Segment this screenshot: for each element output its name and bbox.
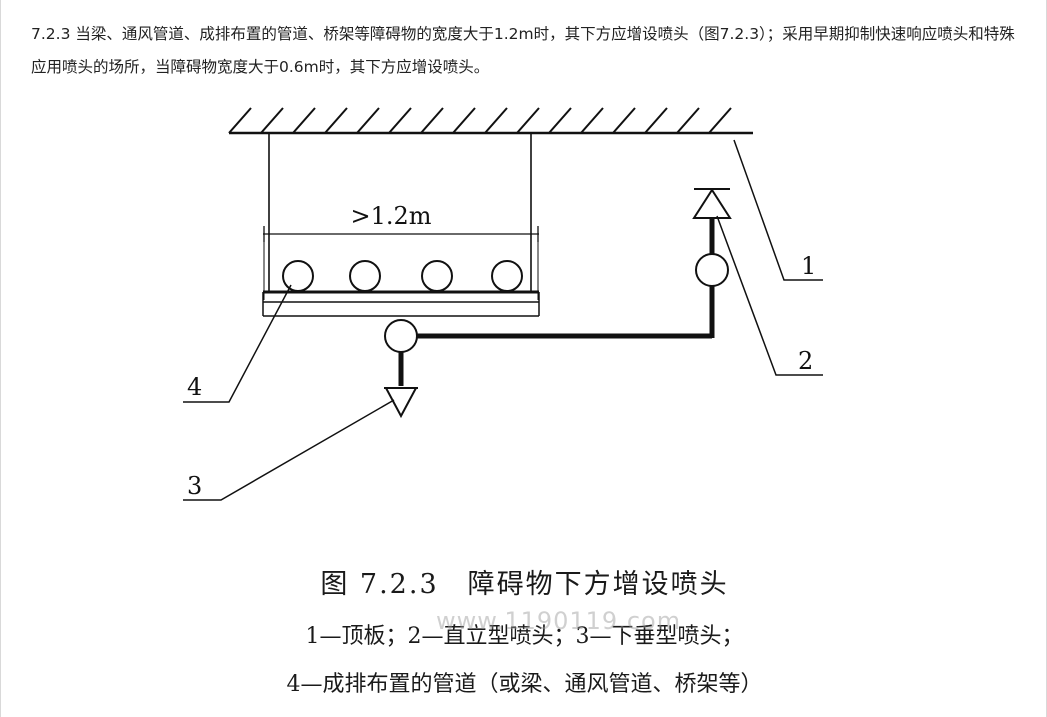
ceiling-hatch-mark — [676, 107, 700, 134]
support-tray — [262, 290, 540, 317]
ceiling-hatch-mark — [228, 107, 252, 134]
pipe-circle — [421, 260, 453, 292]
ceiling-hatch-mark — [484, 107, 508, 134]
ceiling-hatch-mark — [612, 107, 636, 134]
watermark-text: www.1190119.com — [436, 607, 682, 635]
ceiling-slab — [228, 107, 753, 135]
figure-legend-line-2: 4—成排布置的管道（或梁、通风管道、桥架等） — [286, 672, 763, 697]
pipe-circle — [349, 260, 381, 292]
pipe-circle — [282, 260, 314, 292]
callout-1: 1 — [801, 252, 816, 280]
ceiling-hatch-mark — [420, 107, 444, 134]
figure-caption-title: 图 7.2.3 障碍物下方增设喷头 — [320, 569, 729, 600]
ceiling-hatch-mark — [388, 107, 412, 134]
pipe-row — [282, 260, 523, 292]
ceiling-hatch-mark — [324, 107, 348, 134]
branch-pipe — [398, 218, 715, 386]
pendent-sprinkler — [384, 319, 418, 419]
dimension-label: >1.2m — [350, 202, 431, 230]
ceiling-hatch-mark — [580, 107, 604, 134]
pipe-hangers — [268, 134, 532, 292]
ceiling-hatch-mark — [260, 107, 284, 134]
clause-paragraph: 7.2.3 当梁、通风管道、成排布置的管道、桥架等障碍物的宽度大于1.2m时，其… — [31, 25, 1015, 76]
figure-legend-line-1: 1—顶板；2—直立型喷头；3—下垂型喷头； — [305, 624, 744, 649]
ceiling-hatch-mark — [548, 107, 572, 134]
ceiling-hatch-mark — [644, 107, 668, 134]
callout-2: 2 — [798, 347, 813, 375]
ceiling-hatch-mark — [516, 107, 540, 134]
pipe-circle — [491, 260, 523, 292]
upright-sprinkler — [692, 188, 732, 287]
ceiling-hatch-mark — [452, 107, 476, 134]
ceiling-hatch-mark — [708, 107, 732, 134]
callout-3: 3 — [187, 472, 202, 500]
width-dimension — [263, 226, 539, 300]
callout-leaders — [183, 139, 823, 501]
ceiling-hatch-mark — [292, 107, 316, 134]
ceiling-hatch-mark — [356, 107, 380, 134]
callout-4: 4 — [187, 373, 202, 401]
